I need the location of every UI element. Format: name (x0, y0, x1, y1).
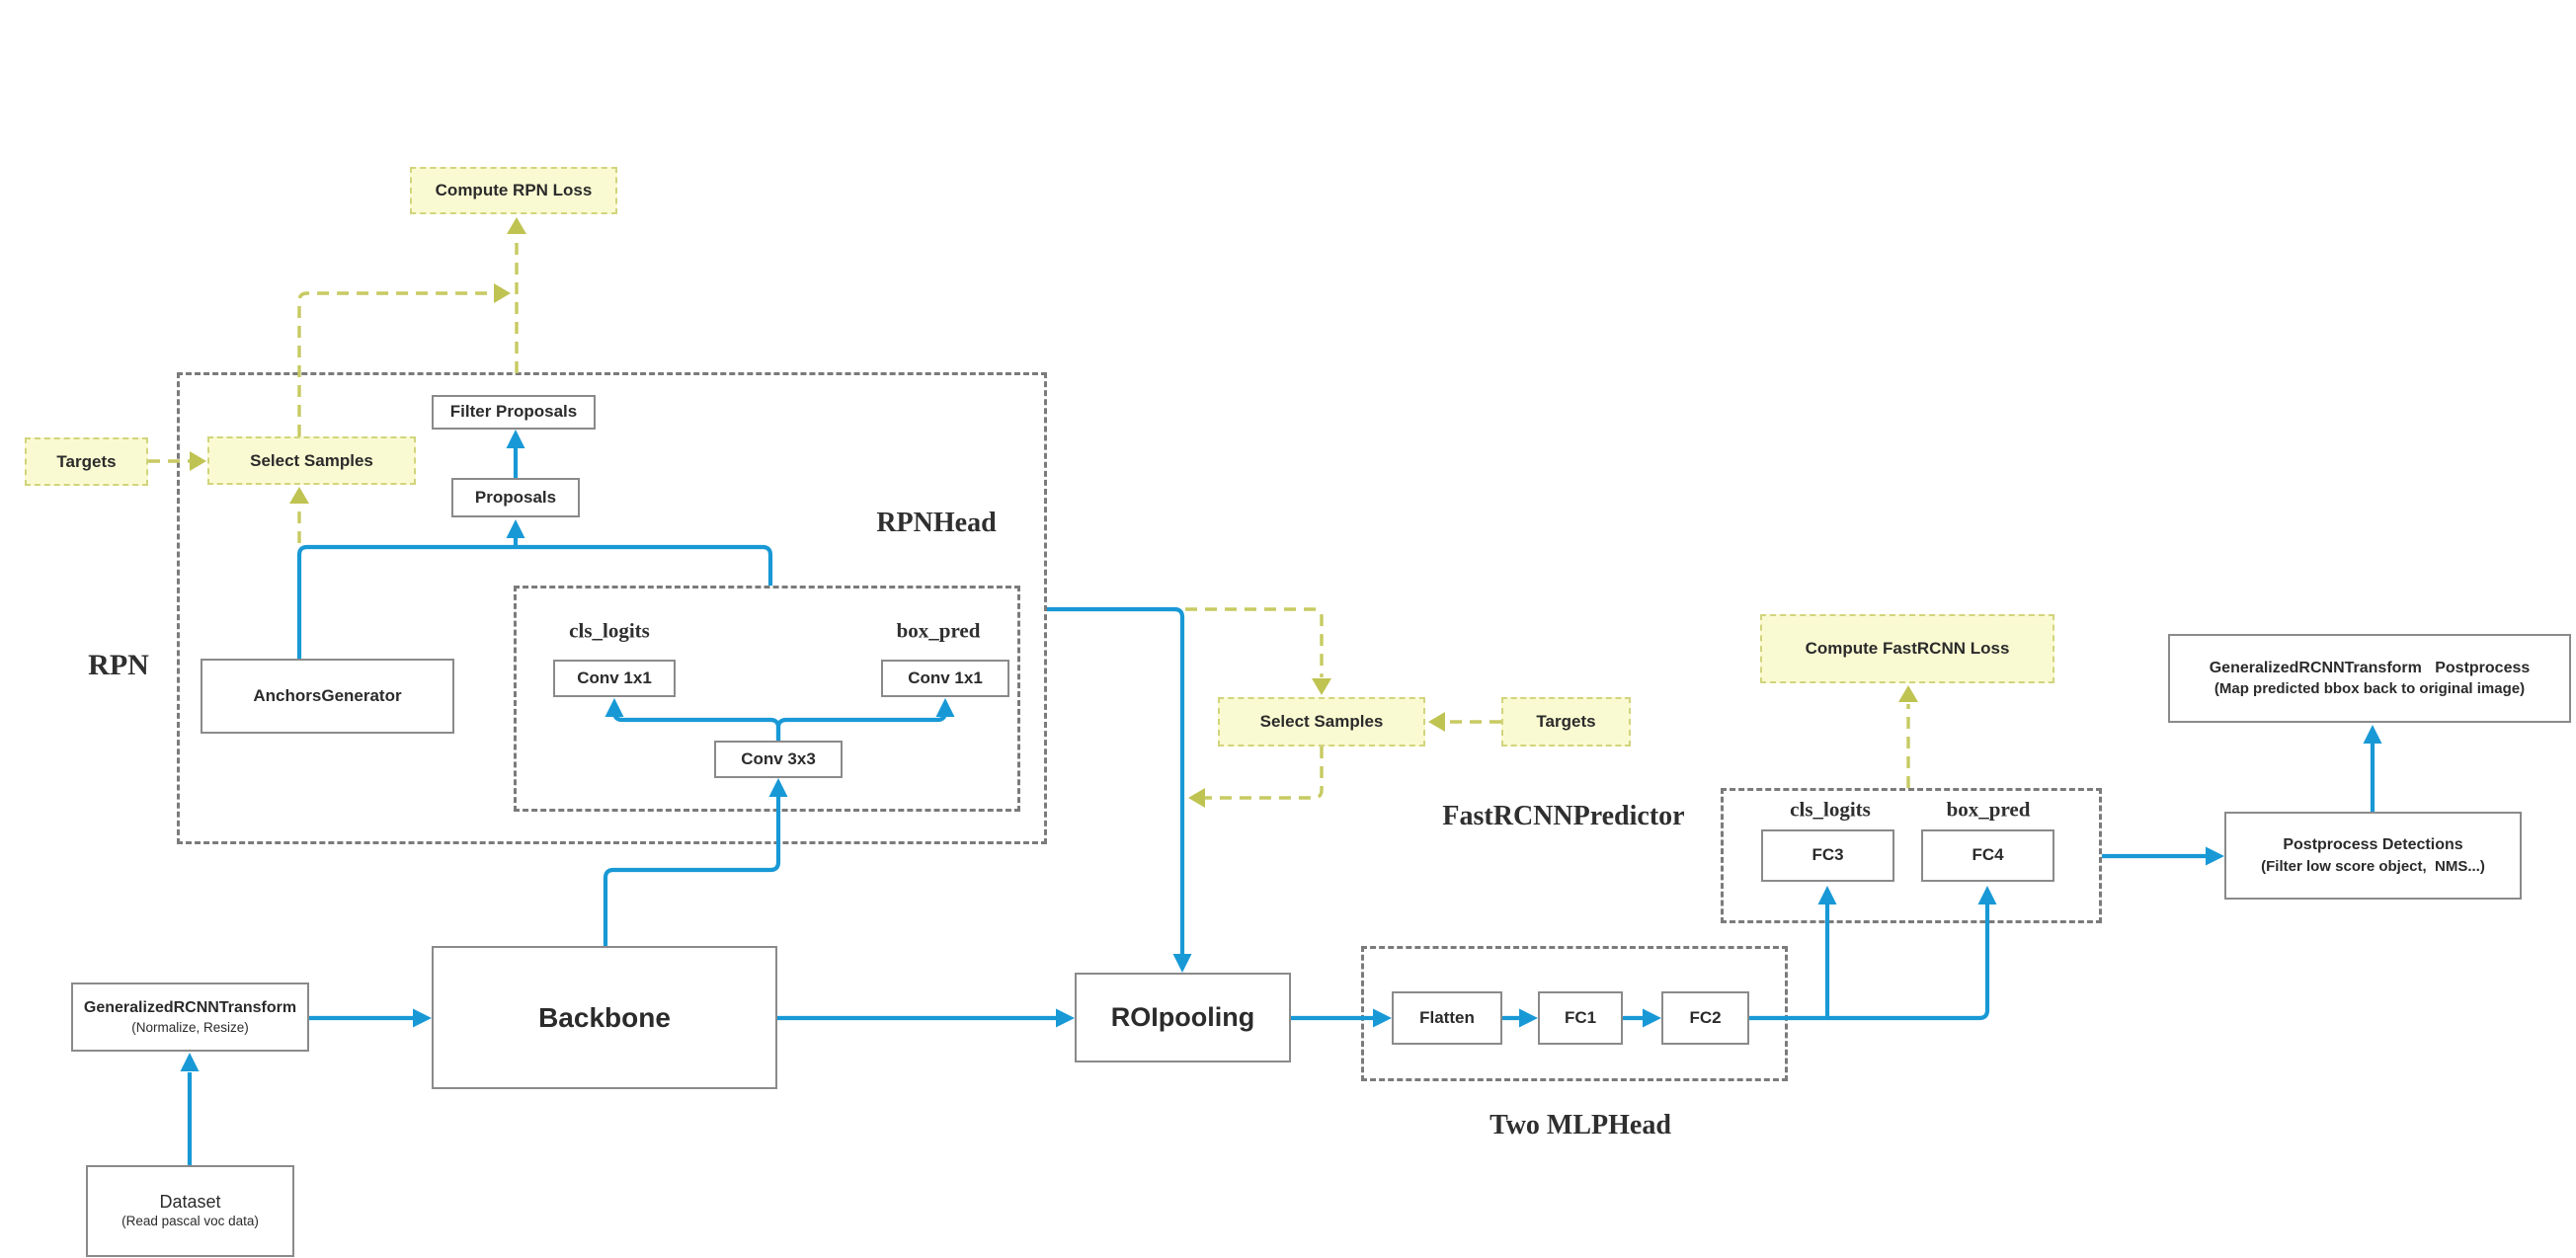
conv1x1-right-node: Conv 1x1 (881, 660, 1009, 697)
arrow-right-icon (413, 1008, 432, 1028)
backbone-node: Backbone (432, 946, 777, 1089)
predictor-cls-logits-label: cls_logits (1790, 797, 1871, 822)
node-sublabel: (Filter low score object, NMS...) (2261, 857, 2485, 875)
fc2-node: FC2 (1661, 991, 1749, 1045)
connector-select-samples-right-to-roi-line (1205, 747, 1324, 800)
node-label: Conv 1x1 (908, 668, 983, 687)
node-label: ROIpooling (1110, 1002, 1255, 1032)
select-samples-left-note: Select Samples (207, 436, 416, 485)
compute-rpn-loss-note: Compute RPN Loss (410, 167, 617, 214)
arrow-right-icon (494, 283, 511, 303)
arrow-down-icon (1312, 678, 1331, 695)
node-label: FC4 (1972, 845, 2004, 865)
connector-rpn-to-roipooling (1047, 606, 1185, 955)
anchors-generator-node: AnchorsGenerator (201, 659, 454, 734)
flatten-node: Flatten (1392, 991, 1502, 1045)
two-mlphead-container-label: Two MLPHead (1489, 1110, 1671, 1140)
filter-proposals-node: Filter Proposals (432, 395, 596, 430)
node-sublabel: (Normalize, Resize) (131, 1020, 249, 1036)
select-samples-right-note: Select Samples (1218, 697, 1425, 747)
conv3x3-node: Conv 3x3 (714, 741, 843, 778)
node-label: FC2 (1689, 1007, 1722, 1027)
arrow-right-icon (2206, 846, 2224, 866)
rpn-box-pred-label: box_pred (896, 618, 981, 643)
node-sublabel: (Map predicted bbox back to original ima… (2214, 680, 2526, 698)
arrow-up-icon (1898, 685, 1918, 702)
predictor-box-pred-label: box_pred (1946, 797, 2031, 822)
fc1-node: FC1 (1538, 991, 1623, 1045)
node-label: GeneralizedRCNNTransform (83, 999, 297, 1017)
rpnhead-container-label: RPNHead (876, 508, 997, 538)
rpn-container-label: RPN (88, 649, 149, 681)
note-label: Targets (56, 451, 117, 471)
note-label: Select Samples (250, 450, 373, 470)
note-label: Select Samples (1259, 712, 1384, 731)
fastrcnn-predictor-container-label: FastRCNNPredictor (1442, 801, 1685, 831)
connector-roi-branch-to-select-samples-right (1185, 607, 1324, 677)
node-label: AnchorsGenerator (253, 685, 402, 705)
note-label: Targets (1536, 712, 1596, 731)
arrow-up-icon (2363, 725, 2382, 744)
node-label: Conv 3x3 (741, 748, 816, 768)
roipooling-node: ROIpooling (1075, 973, 1291, 1062)
node-label: GeneralizedRCNNTransform Postprocess (2209, 659, 2531, 676)
compute-fastrcnn-loss-note: Compute FastRCNN Loss (1760, 614, 2054, 683)
node-label: Conv 1x1 (577, 668, 652, 687)
node-label: Proposals (474, 487, 557, 507)
targets-right-note: Targets (1501, 697, 1631, 747)
dataset-node: Dataset (Read pascal voc data) (86, 1165, 294, 1257)
grcnn-postprocess-node: GeneralizedRCNNTransform Postprocess (Ma… (2168, 634, 2571, 723)
arrow-left-icon (1428, 712, 1445, 732)
arrow-up-icon (180, 1053, 200, 1071)
note-label: Compute RPN Loss (435, 181, 593, 199)
node-label: Postprocess Detections (2283, 836, 2463, 854)
generalized-rcnn-transform-node: GeneralizedRCNNTransform (Normalize, Res… (71, 983, 309, 1052)
node-label: Filter Proposals (449, 402, 578, 422)
postprocess-detections-node: Postprocess Detections (Filter low score… (2224, 812, 2522, 900)
arrow-down-icon (1172, 954, 1192, 973)
fc4-node: FC4 (1921, 829, 2054, 882)
node-label: Dataset (159, 1192, 221, 1213)
conv1x1-left-node: Conv 1x1 (553, 660, 676, 697)
targets-left-note: Targets (25, 437, 148, 486)
note-label: Compute FastRCNN Loss (1805, 639, 2010, 658)
arrow-right-icon (1056, 1008, 1075, 1028)
node-label: Backbone (538, 1001, 671, 1033)
fc3-node: FC3 (1761, 829, 1894, 882)
node-label: FC1 (1564, 1007, 1597, 1027)
node-sublabel: (Read pascal voc data) (121, 1214, 259, 1229)
node-label: FC3 (1811, 845, 1844, 865)
proposals-node: Proposals (451, 478, 580, 517)
rpn-cls-logits-label: cls_logits (569, 618, 650, 643)
node-label: Flatten (1419, 1007, 1475, 1027)
arrow-left-icon (1188, 788, 1205, 808)
arrow-up-icon (507, 217, 526, 234)
